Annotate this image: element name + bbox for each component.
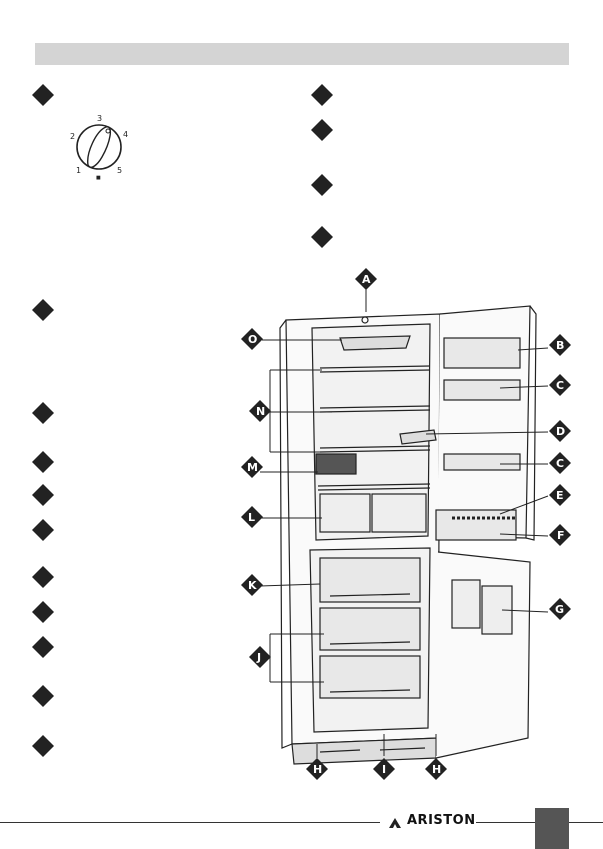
svg-text:E: E — [556, 489, 564, 502]
svg-text:H: H — [313, 763, 322, 776]
callout-label-j: J — [249, 646, 271, 668]
svg-text:N: N — [256, 405, 265, 418]
dial-center-mark: ■ — [96, 175, 101, 181]
diamond-bullet-icon — [31, 734, 55, 758]
callout-label-a: A — [355, 268, 377, 290]
dial-number-1: 1 — [76, 166, 81, 175]
callout-label-n: N — [249, 400, 271, 422]
diamond-bullet-icon — [31, 518, 55, 542]
diamond-bullet-icon — [310, 173, 334, 197]
ariston-logo-icon — [388, 814, 402, 828]
diamond-bullet-icon — [31, 635, 55, 659]
svg-text:I: I — [382, 763, 386, 776]
diamond-bullet-icon — [31, 83, 55, 107]
callout-label-f: F — [549, 524, 571, 546]
svg-text:A: A — [362, 273, 371, 286]
diamond-bullet-icon — [310, 225, 334, 249]
page-number-tab — [535, 808, 569, 849]
diamond-bullet-icon — [31, 450, 55, 474]
diamond-bullet-icon — [310, 118, 334, 142]
svg-text:H: H — [432, 763, 441, 776]
thermostat-dial-illustration: 1 2 3 4 5 ■ — [66, 113, 132, 183]
diamond-bullet-icon — [31, 298, 55, 322]
svg-text:C: C — [556, 457, 564, 470]
svg-text:F: F — [557, 529, 565, 542]
dial-number-5: 5 — [117, 166, 122, 175]
dial-number-3: 3 — [97, 114, 102, 123]
dial-number-2: 2 — [70, 132, 75, 141]
svg-text:G: G — [555, 603, 564, 616]
callout-label-c-upper: C — [549, 374, 571, 396]
diamond-bullet-icon — [31, 401, 55, 425]
callout-label-m: M — [241, 456, 263, 478]
svg-text:J: J — [256, 651, 261, 664]
diamond-bullet-icon — [31, 565, 55, 589]
callout-label-i: I — [373, 758, 395, 780]
section-header-bar — [35, 43, 569, 65]
diamond-bullet-icon — [31, 600, 55, 624]
callout-label-g: G — [549, 598, 571, 620]
brand-name: ARISTON — [407, 813, 476, 828]
callout-label-d: D — [549, 420, 571, 442]
diamond-bullet-icon — [310, 83, 334, 107]
footer-rule-left — [0, 822, 380, 823]
callout-label-o: O — [241, 328, 263, 350]
callout-label-k: K — [241, 574, 263, 596]
callout-label-c-lower: C — [549, 452, 571, 474]
callout-label-e: E — [549, 484, 571, 506]
svg-text:M: M — [247, 461, 258, 474]
svg-text:C: C — [556, 379, 564, 392]
callout-label-b: B — [549, 334, 571, 356]
svg-text:O: O — [248, 333, 257, 346]
svg-text:B: B — [556, 339, 564, 352]
svg-text:D: D — [556, 425, 565, 438]
fridge-diagram: A O N M L K J B C D C E F G H I H — [230, 268, 602, 788]
diamond-bullet-icon — [31, 483, 55, 507]
dial-number-4: 4 — [123, 130, 128, 139]
callout-label-h-left: H — [306, 758, 328, 780]
diamond-bullet-icon — [31, 684, 55, 708]
callout-label-l: L — [241, 506, 263, 528]
callout-label-h-right: H — [425, 758, 447, 780]
svg-text:L: L — [248, 511, 255, 524]
svg-text:K: K — [248, 579, 257, 592]
